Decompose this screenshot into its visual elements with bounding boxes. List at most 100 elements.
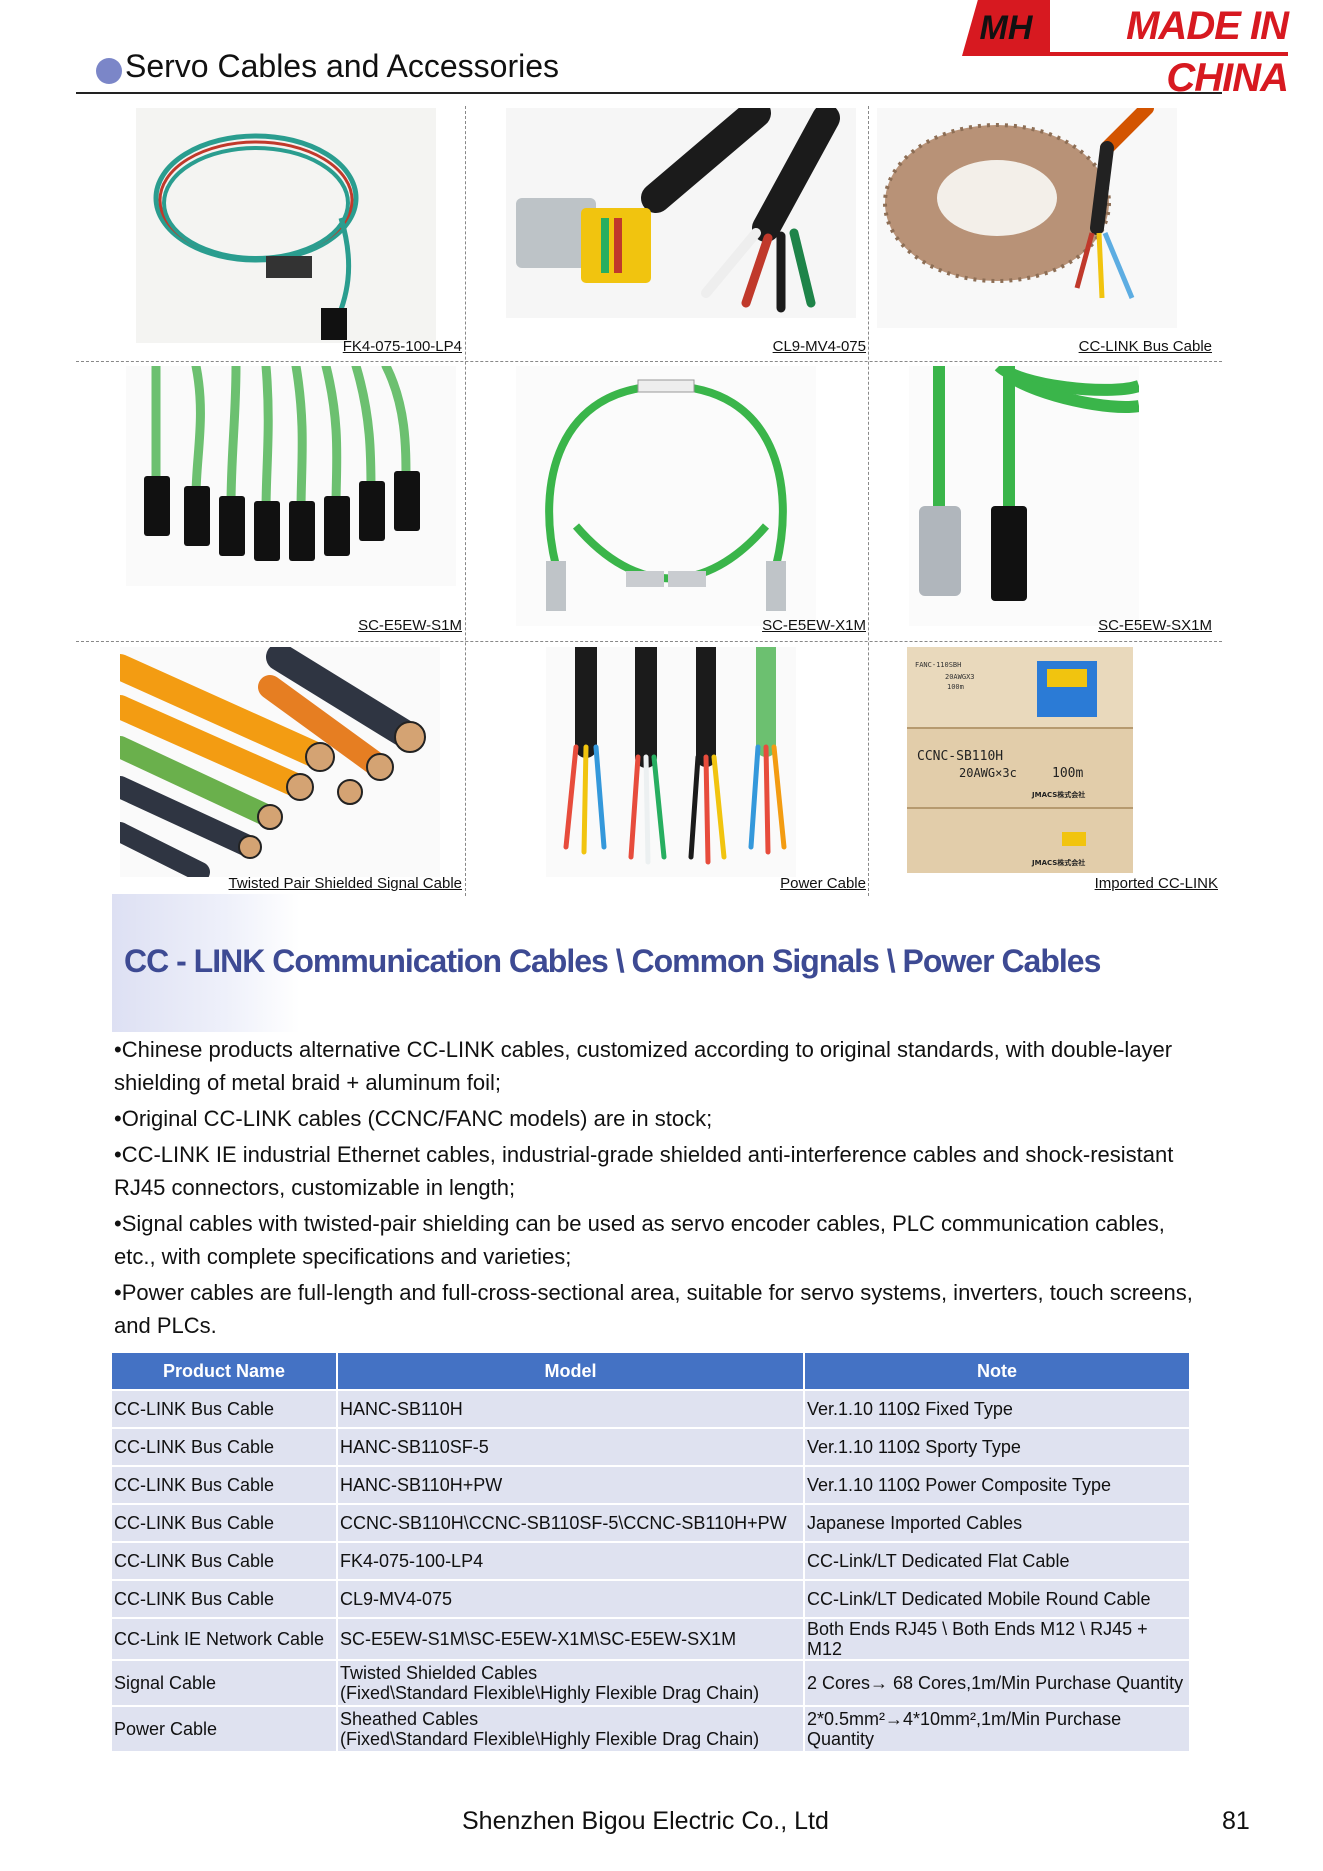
table-row: CC-LINK Bus Cable FK4-075-100-LP4 CC-Lin… bbox=[112, 1541, 1191, 1580]
product-card: FANC-110SBH 20AWGX3 100m CCNC-SB110H 20A… bbox=[869, 643, 1222, 895]
box-length-label: 100m bbox=[1052, 766, 1083, 781]
cell-note: Ver.1.10 110Ω Power Composite Type bbox=[804, 1465, 1191, 1504]
product-caption: Power Cable bbox=[780, 875, 866, 892]
page-title: Servo Cables and Accessories bbox=[125, 48, 559, 84]
feature-item: •Signal cables with twisted-pair shieldi… bbox=[114, 1211, 1165, 1269]
cable-bundle-cross-section-image bbox=[120, 647, 440, 877]
brand-underline bbox=[1042, 52, 1288, 56]
column-header: Model bbox=[337, 1353, 805, 1390]
product-card: SC-E5EW-SX1M bbox=[869, 362, 1222, 640]
product-card: SC-E5EW-X1M bbox=[466, 362, 868, 640]
cell-note: Both Ends RJ45 \ Both Ends M12 \ RJ45 + … bbox=[804, 1617, 1191, 1660]
rj45-green-cables-image bbox=[126, 366, 456, 586]
header-bullet-dot bbox=[96, 58, 122, 84]
table-row: Signal Cable Twisted Shielded Cables (Fi… bbox=[112, 1659, 1191, 1706]
feature-item: •CC-LINK IE industrial Ethernet cables, … bbox=[114, 1142, 1174, 1200]
brand-mark: MH bbox=[962, 0, 1050, 56]
box-top-label: FANC-110SBH bbox=[915, 661, 961, 669]
cell-product-name: CC-LINK Bus Cable bbox=[112, 1427, 338, 1466]
cell-model-line: Twisted Shielded Cables bbox=[340, 1663, 538, 1683]
table-row: CC-Link IE Network Cable SC-E5EW-S1M\SC-… bbox=[112, 1617, 1191, 1660]
cell-model: SC-E5EW-S1M\SC-E5EW-X1M\SC-E5EW-SX1M bbox=[337, 1617, 805, 1660]
table-row: Power Cable Sheathed Cables (Fixed\Stand… bbox=[112, 1705, 1191, 1751]
column-header: Product Name bbox=[112, 1353, 338, 1390]
box-top-length: 100m bbox=[947, 683, 964, 691]
brand-slogan: MADE IN CHINA bbox=[1126, 4, 1289, 100]
box-maker-label-lower: JMACS株式会社 bbox=[1031, 858, 1085, 867]
box-maker-label: JMACS株式会社 bbox=[1031, 790, 1085, 799]
column-header: Note bbox=[804, 1353, 1191, 1390]
product-caption: CC-LINK Bus Cable bbox=[1078, 338, 1212, 355]
cell-model: Sheathed Cables (Fixed\Standard Flexible… bbox=[337, 1705, 805, 1751]
page-number: 81 bbox=[1222, 1807, 1250, 1835]
cell-product-name: CC-LINK Bus Cable bbox=[112, 1541, 338, 1580]
product-caption: SC-E5EW-S1M bbox=[358, 617, 462, 634]
cell-product-name: CC-LINK Bus Cable bbox=[112, 1579, 338, 1618]
m12-green-cable-loop-image bbox=[516, 366, 816, 626]
cell-model-line: (Fixed\Standard Flexible\Highly Flexible… bbox=[340, 1729, 760, 1749]
cell-note: 2*0.5mm²→4*10mm²,1m/Min Purchase Quantit… bbox=[804, 1705, 1191, 1751]
section-banner bbox=[112, 894, 300, 1032]
cell-model: Twisted Shielded Cables (Fixed\Standard … bbox=[337, 1659, 805, 1706]
cell-product-name: CC-LINK Bus Cable bbox=[112, 1465, 338, 1504]
feature-item: •Chinese products alternative CC-LINK ca… bbox=[114, 1037, 1173, 1095]
product-card: CL9-MV4-075 bbox=[466, 100, 868, 360]
feature-item: •Original CC-LINK cables (CCNC/FANC mode… bbox=[114, 1106, 713, 1131]
table-header-row: Product Name Model Note bbox=[112, 1353, 1191, 1390]
cell-model-line: Sheathed Cables bbox=[340, 1709, 479, 1729]
product-card: FK4-075-100-LP4 bbox=[76, 100, 464, 360]
product-caption: Imported CC-LINK bbox=[1094, 875, 1218, 892]
cell-product-name: CC-Link IE Network Cable bbox=[112, 1617, 338, 1660]
feature-list: •Chinese products alternative CC-LINK ca… bbox=[114, 1033, 1194, 1345]
product-caption: Twisted Pair Shielded Signal Cable bbox=[228, 875, 462, 892]
spec-table: Product Name Model Note CC-LINK Bus Cabl… bbox=[112, 1353, 1191, 1751]
table-row: CC-LINK Bus Cable HANC-SB110H+PW Ver.1.1… bbox=[112, 1465, 1191, 1504]
cell-model: HANC-SB110H bbox=[337, 1389, 805, 1428]
product-caption: SC-E5EW-X1M bbox=[762, 617, 866, 634]
cell-product-name: CC-LINK Bus Cable bbox=[112, 1389, 338, 1428]
table-row: CC-LINK Bus Cable CCNC-SB110H\CCNC-SB110… bbox=[112, 1503, 1191, 1542]
m12-rj45-cable-image bbox=[909, 366, 1139, 626]
product-card: Twisted Pair Shielded Signal Cable bbox=[76, 643, 464, 895]
cell-model: CCNC-SB110H\CCNC-SB110SF-5\CCNC-SB110H+P… bbox=[337, 1503, 805, 1542]
grid-divider-vertical bbox=[465, 106, 466, 896]
box-model-label: CCNC-SB110H bbox=[917, 749, 1003, 764]
cell-note: Ver.1.10 110Ω Fixed Type bbox=[804, 1389, 1191, 1428]
product-card: CC-LINK Bus Cable bbox=[869, 100, 1222, 360]
grid-divider-horizontal bbox=[76, 361, 1222, 362]
product-caption: FK4-075-100-LP4 bbox=[342, 338, 462, 355]
cell-model-line: (Fixed\Standard Flexible\Highly Flexible… bbox=[340, 1683, 760, 1703]
cell-product-name: Signal Cable bbox=[112, 1659, 338, 1706]
cable-coil-image bbox=[877, 108, 1177, 328]
product-caption: SC-E5EW-SX1M bbox=[1098, 617, 1212, 634]
round-cable-connector-image bbox=[506, 108, 856, 318]
cell-note: CC-Link/LT Dedicated Mobile Round Cable bbox=[804, 1579, 1191, 1618]
cell-product-name: Power Cable bbox=[112, 1705, 338, 1751]
product-card: Power Cable bbox=[466, 643, 868, 895]
cell-model: FK4-075-100-LP4 bbox=[337, 1541, 805, 1580]
box-spec-label: 20AWG×3c bbox=[959, 766, 1017, 780]
product-caption: CL9-MV4-075 bbox=[772, 338, 866, 355]
table-row: CC-LINK Bus Cable CL9-MV4-075 CC-Link/LT… bbox=[112, 1579, 1191, 1618]
section-title: CC - LINK Communication Cables \ Common … bbox=[124, 943, 1101, 979]
cell-note: Ver.1.10 110Ω Sporty Type bbox=[804, 1427, 1191, 1466]
cell-model: HANC-SB110SF-5 bbox=[337, 1427, 805, 1466]
cell-model: CL9-MV4-075 bbox=[337, 1579, 805, 1618]
cell-note: 2 Cores→ 68 Cores,1m/Min Purchase Quanti… bbox=[804, 1659, 1191, 1706]
table-row: CC-LINK Bus Cable HANC-SB110SF-5 Ver.1.1… bbox=[112, 1427, 1191, 1466]
feature-item: •Power cables are full-length and full-c… bbox=[114, 1280, 1193, 1338]
product-card: SC-E5EW-S1M bbox=[76, 362, 464, 640]
box-top-small: 20AWGX3 bbox=[945, 673, 975, 681]
stripped-wire-cables-image bbox=[546, 647, 796, 877]
header-rule bbox=[76, 92, 1222, 94]
flat-ribbon-cable-image bbox=[136, 108, 436, 343]
brand-badge: MH MADE IN CHINA bbox=[962, 0, 1323, 100]
grid-divider-vertical bbox=[868, 106, 869, 896]
cell-note: CC-Link/LT Dedicated Flat Cable bbox=[804, 1541, 1191, 1580]
table-row: CC-LINK Bus Cable HANC-SB110H Ver.1.10 1… bbox=[112, 1389, 1191, 1428]
cell-note: Japanese Imported Cables bbox=[804, 1503, 1191, 1542]
grid-divider-horizontal bbox=[76, 641, 1222, 642]
cell-product-name: CC-LINK Bus Cable bbox=[112, 1503, 338, 1542]
footer-company: Shenzhen Bigou Electric Co., Ltd bbox=[462, 1807, 829, 1835]
cell-model: HANC-SB110H+PW bbox=[337, 1465, 805, 1504]
